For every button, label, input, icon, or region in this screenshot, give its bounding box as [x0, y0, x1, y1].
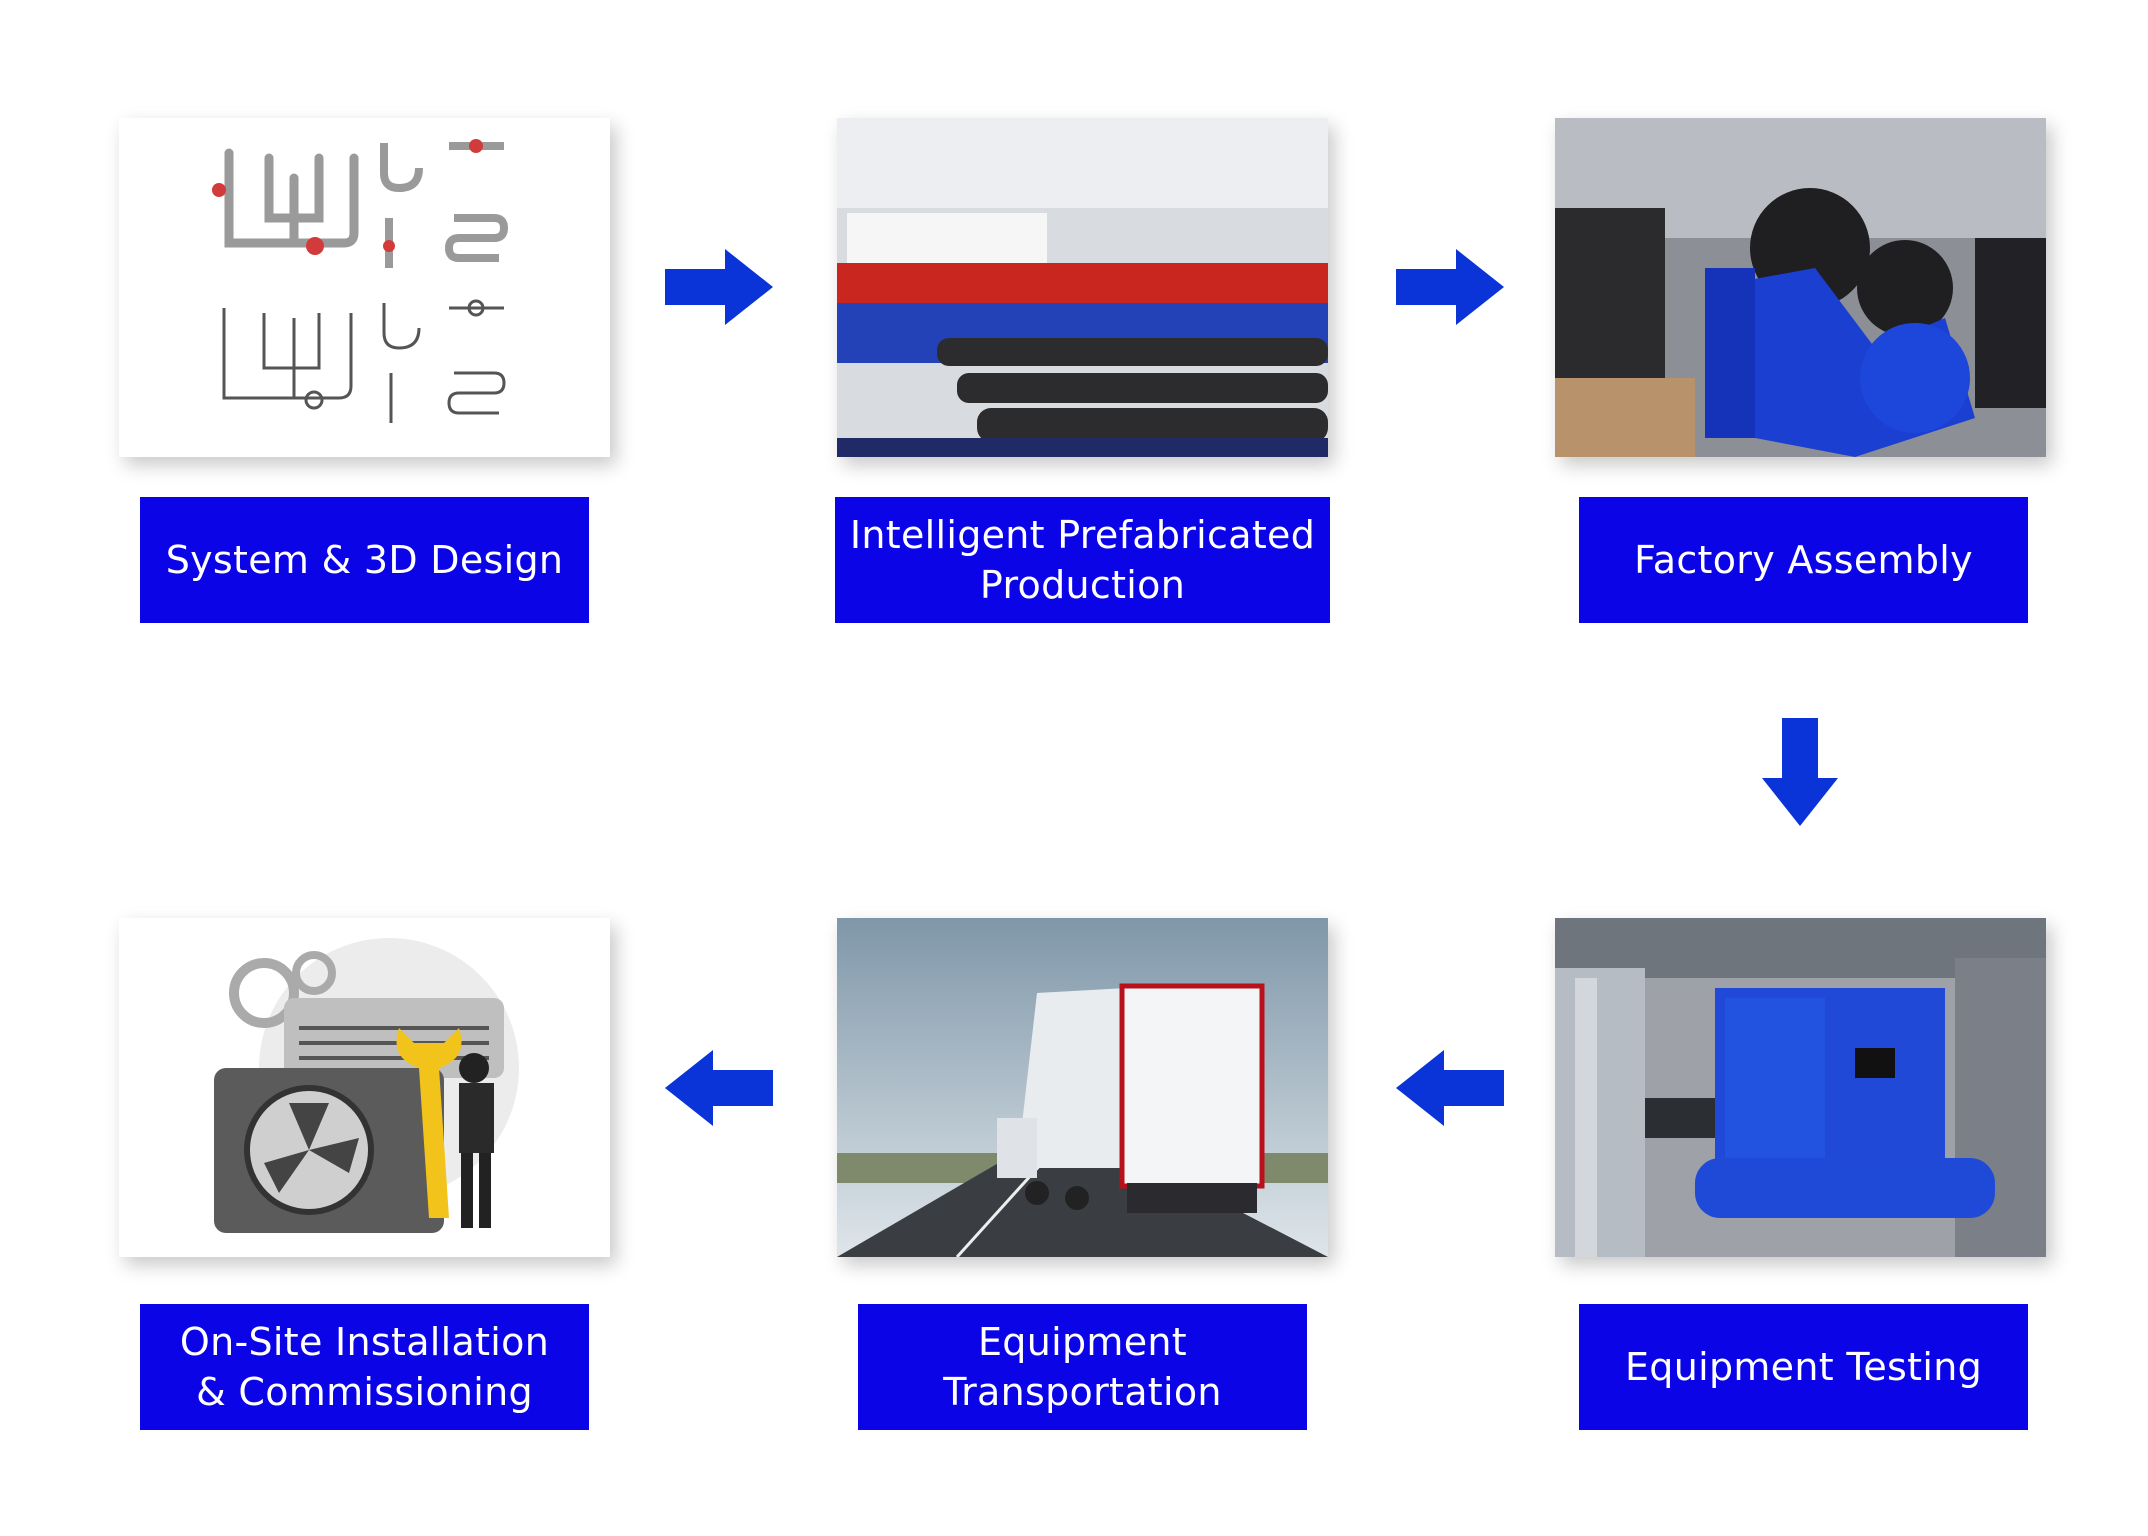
step-label-equipment-transportation: Equipment Transportation [858, 1304, 1307, 1430]
step-prefabricated-production: Intelligent Prefabricated Production [835, 118, 1330, 623]
step-label-equipment-testing: Equipment Testing [1579, 1304, 2028, 1430]
step-system-design: System & 3D Design [119, 118, 610, 623]
assembly-image [1555, 118, 2046, 457]
blue-valve-assembly [1555, 118, 2046, 457]
step-factory-assembly: Factory Assembly [1555, 118, 2046, 623]
installation-image [119, 918, 610, 1257]
step-label-system-design: System & 3D Design [140, 497, 589, 623]
blue-chiller-unit [1555, 918, 2046, 1257]
step-label-factory-assembly: Factory Assembly [1579, 497, 2028, 623]
step-onsite-installation: On-Site Installation & Commissioning [119, 918, 610, 1430]
pipe-drawing-image [119, 118, 610, 457]
factory-production-image [837, 118, 1328, 457]
step-equipment-testing: Equipment Testing [1555, 918, 2046, 1430]
step-label-prefabricated-production: Intelligent Prefabricated Production [835, 497, 1330, 623]
step-label-onsite-installation: On-Site Installation & Commissioning [140, 1304, 589, 1430]
arrow-right-icon [1396, 249, 1504, 325]
testing-image [1555, 918, 2046, 1257]
transportation-image [837, 918, 1328, 1257]
arrow-left-icon [665, 1050, 773, 1126]
step-equipment-transportation: Equipment Transportation [837, 918, 1328, 1430]
truck-on-highway [837, 918, 1328, 1257]
pipe-drawing-icon [119, 118, 610, 457]
arrow-down-icon [1762, 718, 1838, 826]
arrow-right-icon [665, 249, 773, 325]
technician-with-wrench [119, 918, 610, 1257]
factory-pipe-line [837, 118, 1328, 457]
arrow-left-icon [1396, 1050, 1504, 1126]
